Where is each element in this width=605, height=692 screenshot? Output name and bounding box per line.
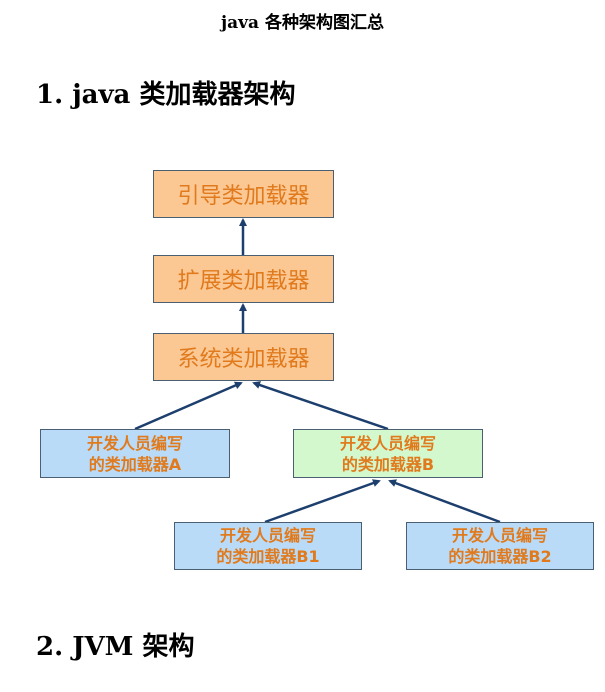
custom-classloader-a-box: 开发人员编写的类加载器A <box>40 429 230 478</box>
arrow <box>134 381 243 431</box>
arrow <box>264 479 381 524</box>
section-heading-classloader: 1. java 类加载器架构 <box>36 80 296 110</box>
document-title: java 各种架构图汇总 <box>221 13 384 33</box>
box-line: 开发人员编写 <box>451 526 548 545</box>
box-line: 开发人员编写 <box>339 433 436 453</box>
box-line: 的类加载器A <box>88 454 182 474</box>
custom-classloader-b-box: 开发人员编写的类加载器B <box>293 429 483 478</box>
box-line: 开发人员编写 <box>86 433 183 453</box>
box-line: 的类加载器B2 <box>448 547 552 566</box>
custom-classloader-b2-box: 开发人员编写的类加载器B2 <box>406 522 594 570</box>
box-line: 的类加载器B <box>341 454 435 474</box>
extension-classloader-box: 扩展类加载器 <box>153 255 334 303</box>
system-classloader-box: 系统类加载器 <box>153 333 334 381</box>
box-line: 开发人员编写 <box>219 526 316 545</box>
box-line: 的类加载器B1 <box>216 547 320 566</box>
section-heading-jvm: 2. JVM 架构 <box>36 632 195 662</box>
arrow <box>388 479 501 524</box>
arrow <box>252 381 389 431</box>
bootstrap-classloader-box: 引导类加载器 <box>153 170 334 218</box>
custom-classloader-b1-box: 开发人员编写的类加载器B1 <box>174 522 362 570</box>
